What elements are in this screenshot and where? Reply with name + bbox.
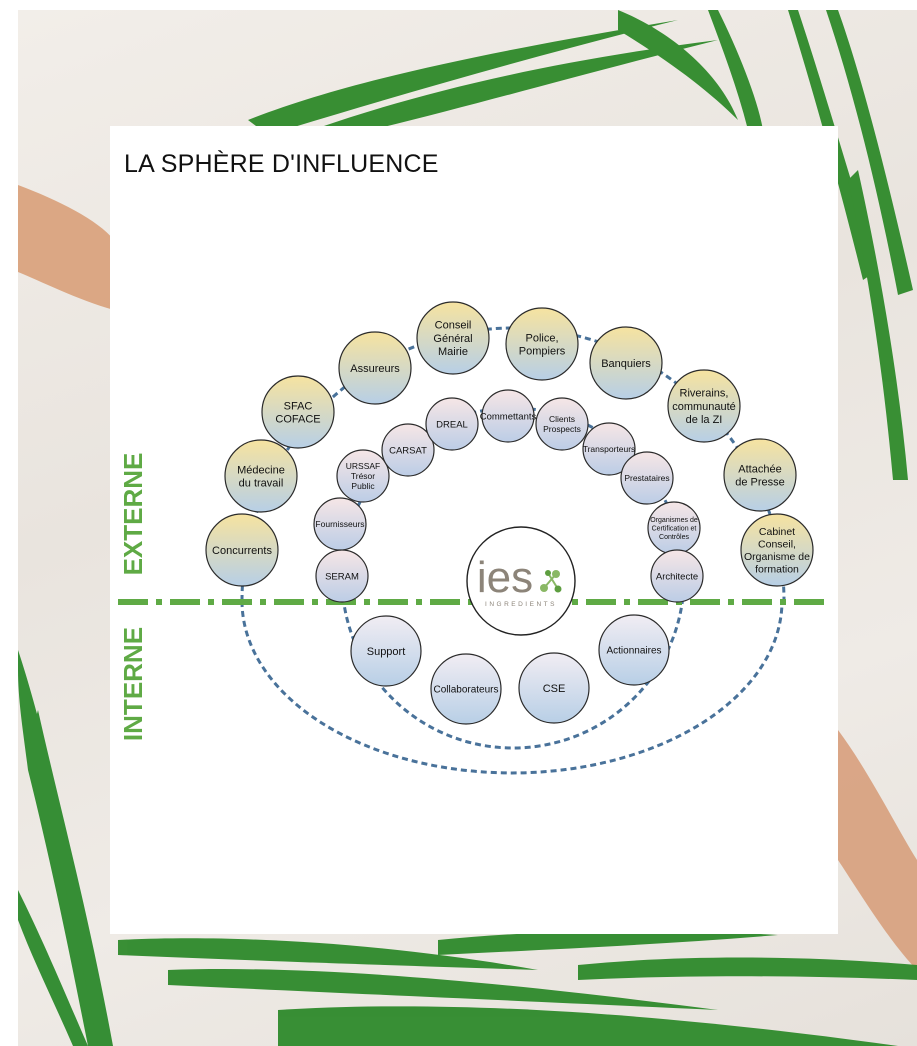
node-label: Pompiers: [519, 345, 566, 357]
inner-node-transporteurs: Transporteurs: [582, 422, 636, 476]
zone-label-interne: INTERNE: [118, 627, 148, 741]
inner-node-prestataires: Prestataires: [620, 451, 674, 505]
node-label: du travail: [239, 477, 284, 489]
node-label: Assureurs: [350, 363, 400, 375]
node-label: Banquiers: [601, 358, 651, 370]
node-label: URSSAF: [346, 461, 380, 471]
node-label: Médecine: [237, 464, 285, 476]
logo-wordmark: ies: [477, 553, 533, 602]
node-label: Concurrents: [212, 545, 272, 557]
node-label: SERAM: [325, 571, 359, 582]
node-label: Actionnaires: [606, 646, 661, 657]
node-label: Riverains,: [680, 388, 729, 400]
node-label: Transporteurs: [583, 444, 636, 454]
internal-node-collaborateurs: Collaborateurs: [430, 653, 502, 725]
internal-ring-arc: [240, 600, 784, 775]
inner-node-architecte: Architecte: [650, 549, 704, 603]
node-label: Général: [433, 333, 472, 345]
node-label: Prestataires: [624, 473, 669, 483]
node-label: Police,: [525, 332, 558, 344]
node-label: DREAL: [436, 419, 468, 430]
page-title: LA SPHÈRE D'INFLUENCE: [124, 150, 439, 178]
internal-node-cse: CSE: [518, 652, 590, 724]
inner-node-commettants: Commettants: [480, 389, 537, 443]
node-label: SFAC: [284, 400, 313, 412]
influence-card: LA SPHÈRE D'INFLUENCE EXTERNE INTERNE Conc…: [110, 126, 838, 934]
palm-leaves-illustration: [18, 10, 917, 1046]
internal-node-actionnaires: Actionnaires: [598, 614, 670, 686]
node-label: Organisme de: [744, 551, 810, 563]
node-label: formation: [755, 564, 799, 576]
node-label: Prospects: [543, 424, 581, 434]
node-label: Attachée: [738, 463, 781, 475]
node-label: Public: [351, 481, 375, 491]
node-label: COFACE: [275, 413, 320, 425]
node-label: Contrôles: [659, 534, 689, 541]
inner-node-carsat: CARSAT: [381, 423, 435, 477]
node-label: de la ZI: [686, 414, 723, 426]
node-label: Architecte: [656, 571, 698, 582]
node-label: Certification et: [652, 525, 697, 532]
node-label: communauté: [672, 401, 736, 413]
zone-label-externe: EXTERNE: [118, 453, 148, 576]
molecule-icon: [540, 570, 562, 593]
outer-node-assureurs: Assureurs: [338, 331, 412, 405]
outer-node-police-pompiers: Police,Pompiers: [505, 307, 579, 381]
inner-node-seram: SERAM: [315, 549, 369, 603]
node-label: Commettants: [480, 411, 537, 422]
node-label: Trésor: [351, 471, 375, 481]
internal-node-support: Support: [350, 615, 422, 687]
inner-node-fournisseurs: Fournisseurs: [313, 497, 367, 551]
node-label: Cabinet: [759, 526, 795, 538]
outer-node-concurrents: Concurrents: [205, 513, 279, 587]
node-label: Support: [367, 646, 406, 658]
node-label: Clients: [549, 414, 575, 424]
node-label: Organismes de: [650, 517, 698, 524]
inner-node-dreal: DREAL: [425, 397, 479, 451]
node-label: CSE: [543, 683, 566, 695]
node-label: Fournisseurs: [315, 519, 364, 529]
logo-subtext: INGREDIENTS: [485, 601, 557, 608]
node-label: Conseil,: [758, 538, 796, 550]
node-label: Mairie: [438, 346, 468, 358]
node-label: Collaborateurs: [433, 685, 498, 696]
node-label: Conseil: [435, 320, 472, 332]
node-label: de Presse: [735, 476, 785, 488]
node-label: CARSAT: [389, 445, 427, 456]
outer-node-banquiers: Banquiers: [589, 326, 663, 400]
